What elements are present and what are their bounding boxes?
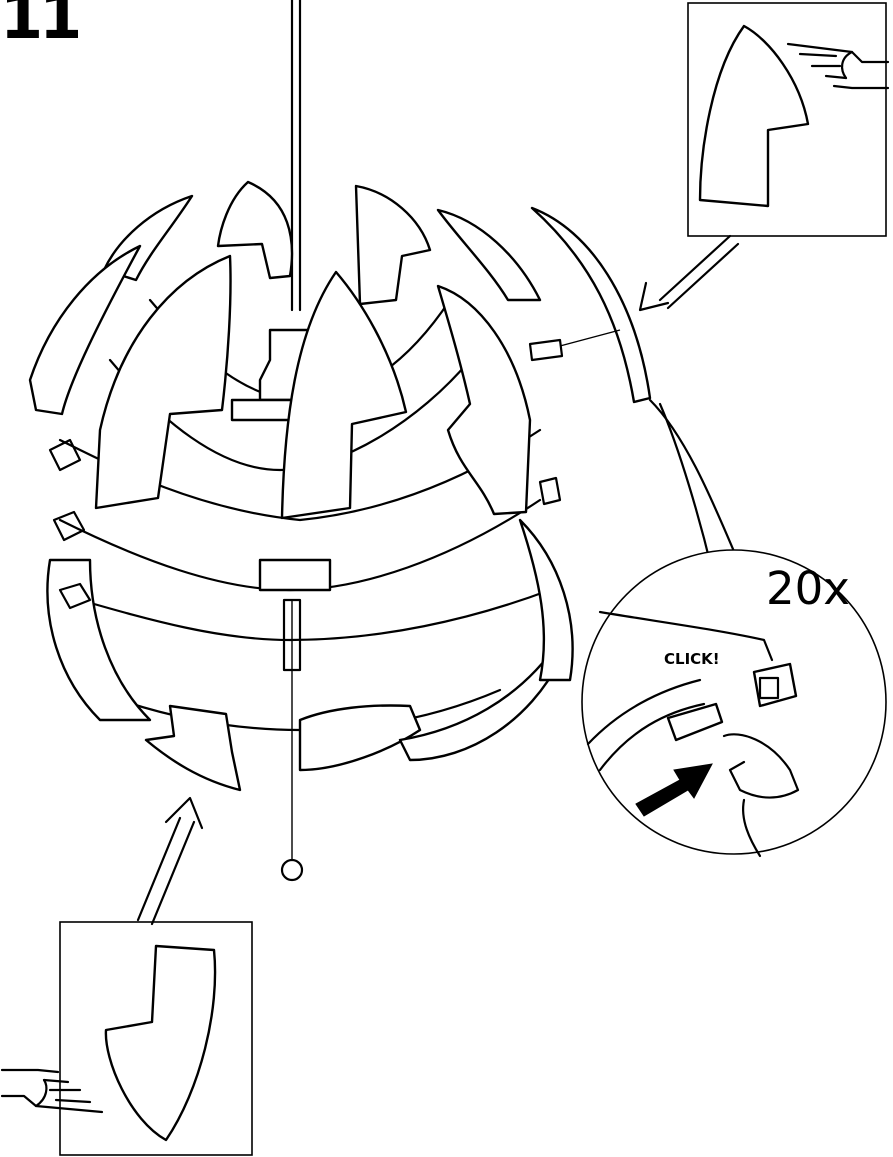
pointing-hand-icon bbox=[786, 42, 890, 90]
detail-box-top bbox=[687, 2, 887, 237]
arrow-down-left-icon bbox=[638, 234, 740, 312]
detail-box-bottom bbox=[59, 921, 253, 1156]
step-number: 11 bbox=[0, 0, 82, 53]
quantity-label: 20x bbox=[766, 562, 850, 615]
arrow-up-right-icon bbox=[136, 796, 204, 926]
click-label: CLICK! bbox=[664, 650, 720, 668]
callout-leader bbox=[648, 398, 762, 574]
lamp-sphere bbox=[28, 180, 574, 792]
pointing-hand-icon bbox=[0, 1068, 104, 1114]
click-callout bbox=[581, 549, 887, 858]
arrow-up-right-icon bbox=[635, 763, 713, 817]
loose-panel bbox=[530, 206, 652, 404]
